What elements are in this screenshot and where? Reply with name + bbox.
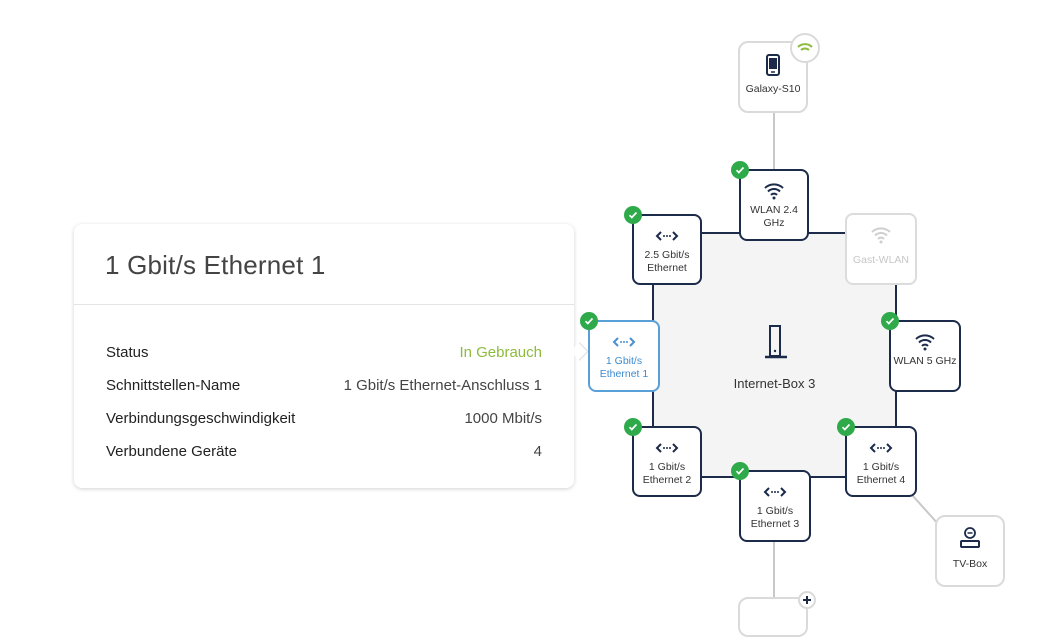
interface-label: Gast-WLAN <box>852 254 909 266</box>
router-label: Internet-Box 3 <box>733 376 816 391</box>
router-icon <box>764 324 788 365</box>
smartphone-icon <box>740 54 806 79</box>
device-name: TV-Box <box>952 558 988 570</box>
plus-icon <box>803 596 811 604</box>
interface-wlan-5[interactable]: WLAN 5 GHz <box>881 312 961 392</box>
link-galaxy <box>773 112 775 170</box>
row-label: Status <box>106 344 149 361</box>
detail-row-status: Status In Gebrauch <box>106 336 542 369</box>
status-value: In Gebrauch <box>459 344 542 361</box>
detail-row-speed: Verbindungsgeschwindigkeit 1000 Mbit/s <box>106 402 542 435</box>
add-device-button[interactable] <box>798 591 816 609</box>
check-icon <box>624 418 642 436</box>
interface-eth-25[interactable]: 2.5 Gbit/s Ethernet <box>624 206 702 285</box>
detail-row-interface-name: Schnittstellen-Name 1 Gbit/s Ethernet-An… <box>106 369 542 402</box>
interface-eth-4[interactable]: 1 Gbit/s Ethernet 4 <box>837 418 917 497</box>
device-name: Galaxy-S10 <box>745 83 801 95</box>
row-value: 1 Gbit/s Ethernet-Anschluss 1 <box>343 377 542 394</box>
check-icon <box>731 462 749 480</box>
link-eth3-down <box>773 540 775 609</box>
ethernet-icon <box>634 225 700 247</box>
interface-eth-2[interactable]: 1 Gbit/s Ethernet 2 <box>624 418 702 497</box>
wifi-icon <box>847 224 915 246</box>
row-label: Schnittstellen-Name <box>106 377 241 394</box>
ethernet-icon <box>590 331 658 353</box>
tv-box-icon <box>937 527 1003 554</box>
ethernet-icon <box>847 437 915 459</box>
interface-detail-card: 1 Gbit/s Ethernet 1 Status In Gebrauch S… <box>74 224 589 488</box>
check-icon <box>837 418 855 436</box>
row-label: Verbindungsgeschwindigkeit <box>106 410 296 427</box>
card-pointer <box>570 342 589 361</box>
interface-eth-1[interactable]: 1 Gbit/s Ethernet 1 <box>580 312 660 392</box>
check-icon <box>580 312 598 330</box>
ethernet-icon <box>634 437 700 459</box>
device-partial[interactable] <box>738 597 808 637</box>
interface-label: 1 Gbit/s Ethernet 1 <box>599 355 649 380</box>
interface-label: 1 Gbit/s Ethernet 3 <box>750 505 800 530</box>
check-icon <box>731 161 749 179</box>
interface-guest-wlan[interactable]: Gast-WLAN <box>845 213 917 285</box>
wifi-badge <box>790 33 820 63</box>
row-value: 4 <box>533 443 542 460</box>
wifi-icon <box>797 43 813 51</box>
detail-row-devices: Verbundene Geräte 4 <box>106 435 542 468</box>
interface-eth-3[interactable]: 1 Gbit/s Ethernet 3 <box>731 462 811 542</box>
divider <box>74 304 574 305</box>
interface-label: 1 Gbit/s Ethernet 4 <box>856 461 906 486</box>
row-label: Verbundene Geräte <box>106 443 237 460</box>
interface-label: WLAN 5 GHz <box>893 355 957 367</box>
interface-label: 2.5 Gbit/s Ethernet <box>644 249 690 274</box>
wifi-icon <box>741 180 807 202</box>
check-icon <box>624 206 642 224</box>
ethernet-icon <box>741 481 809 503</box>
check-icon <box>881 312 899 330</box>
wifi-icon <box>891 331 959 353</box>
interface-wlan-24[interactable]: WLAN 2.4 GHz <box>731 161 809 241</box>
interface-label: WLAN 2.4 GHz <box>750 204 798 229</box>
device-tv-box[interactable]: TV-Box <box>935 515 1005 587</box>
row-value: 1000 Mbit/s <box>464 410 542 427</box>
card-title: 1 Gbit/s Ethernet 1 <box>105 250 326 280</box>
interface-label: 1 Gbit/s Ethernet 2 <box>642 461 692 486</box>
